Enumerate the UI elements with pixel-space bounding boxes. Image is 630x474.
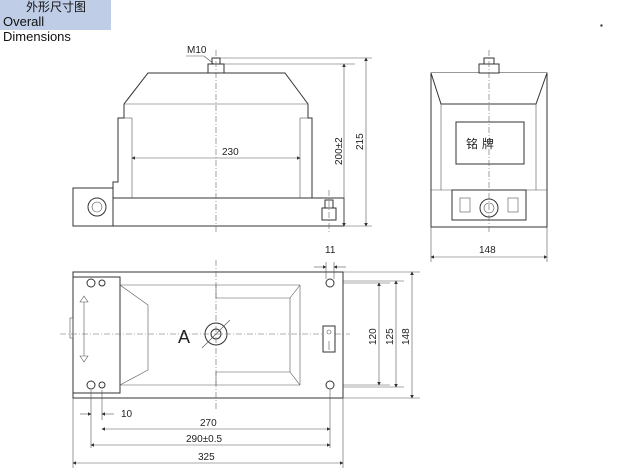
top-terminal-label: A: [178, 327, 190, 347]
top-hole-tl: [86, 278, 96, 288]
nameplate: [455, 121, 525, 165]
title-chinese: 外形尺寸图: [26, 0, 87, 14]
title-banner: 外形尺寸图 Overall Dimensions: [0, 0, 111, 44]
dim-270-label: 270: [200, 418, 217, 429]
dim-11-label: 11: [325, 245, 336, 256]
top-hole-bl: [86, 380, 96, 390]
top-left-panel: [72, 276, 121, 394]
front-left-boss: [72, 187, 114, 227]
front-thread-label: M10: [187, 45, 207, 56]
top-hole-br: [325, 380, 335, 390]
top-view: A 11 120 125 148 10 270 290±0.5: [60, 245, 420, 468]
top-hole-tr: [325, 278, 335, 288]
corner-mark: ▪: [600, 21, 603, 30]
front-width-label: 230: [222, 147, 239, 158]
front-body: [112, 72, 313, 199]
front-height-total-label: 215: [355, 133, 366, 150]
nameplate-label: 铭 牌: [466, 136, 494, 151]
title-english: Overall Dimensions: [3, 14, 71, 44]
front-base-plate: [72, 197, 345, 227]
front-view: M10 230 200±2 215: [72, 45, 372, 232]
dim-325-label: 325: [198, 452, 215, 463]
dim-290-label: 290±0.5: [186, 434, 223, 445]
dim-148-label: 148: [401, 328, 412, 345]
front-height-inner-label: 200±2: [334, 137, 345, 165]
side-width-label: 148: [479, 245, 496, 256]
top-right-bracket: [322, 325, 336, 353]
front-terminal-hole: [87, 197, 107, 217]
side-view: 铭 牌 148: [430, 50, 548, 262]
dim-125-label: 125: [385, 328, 396, 345]
dim-120-label: 120: [368, 328, 379, 345]
dim-10-label: 10: [121, 409, 133, 420]
